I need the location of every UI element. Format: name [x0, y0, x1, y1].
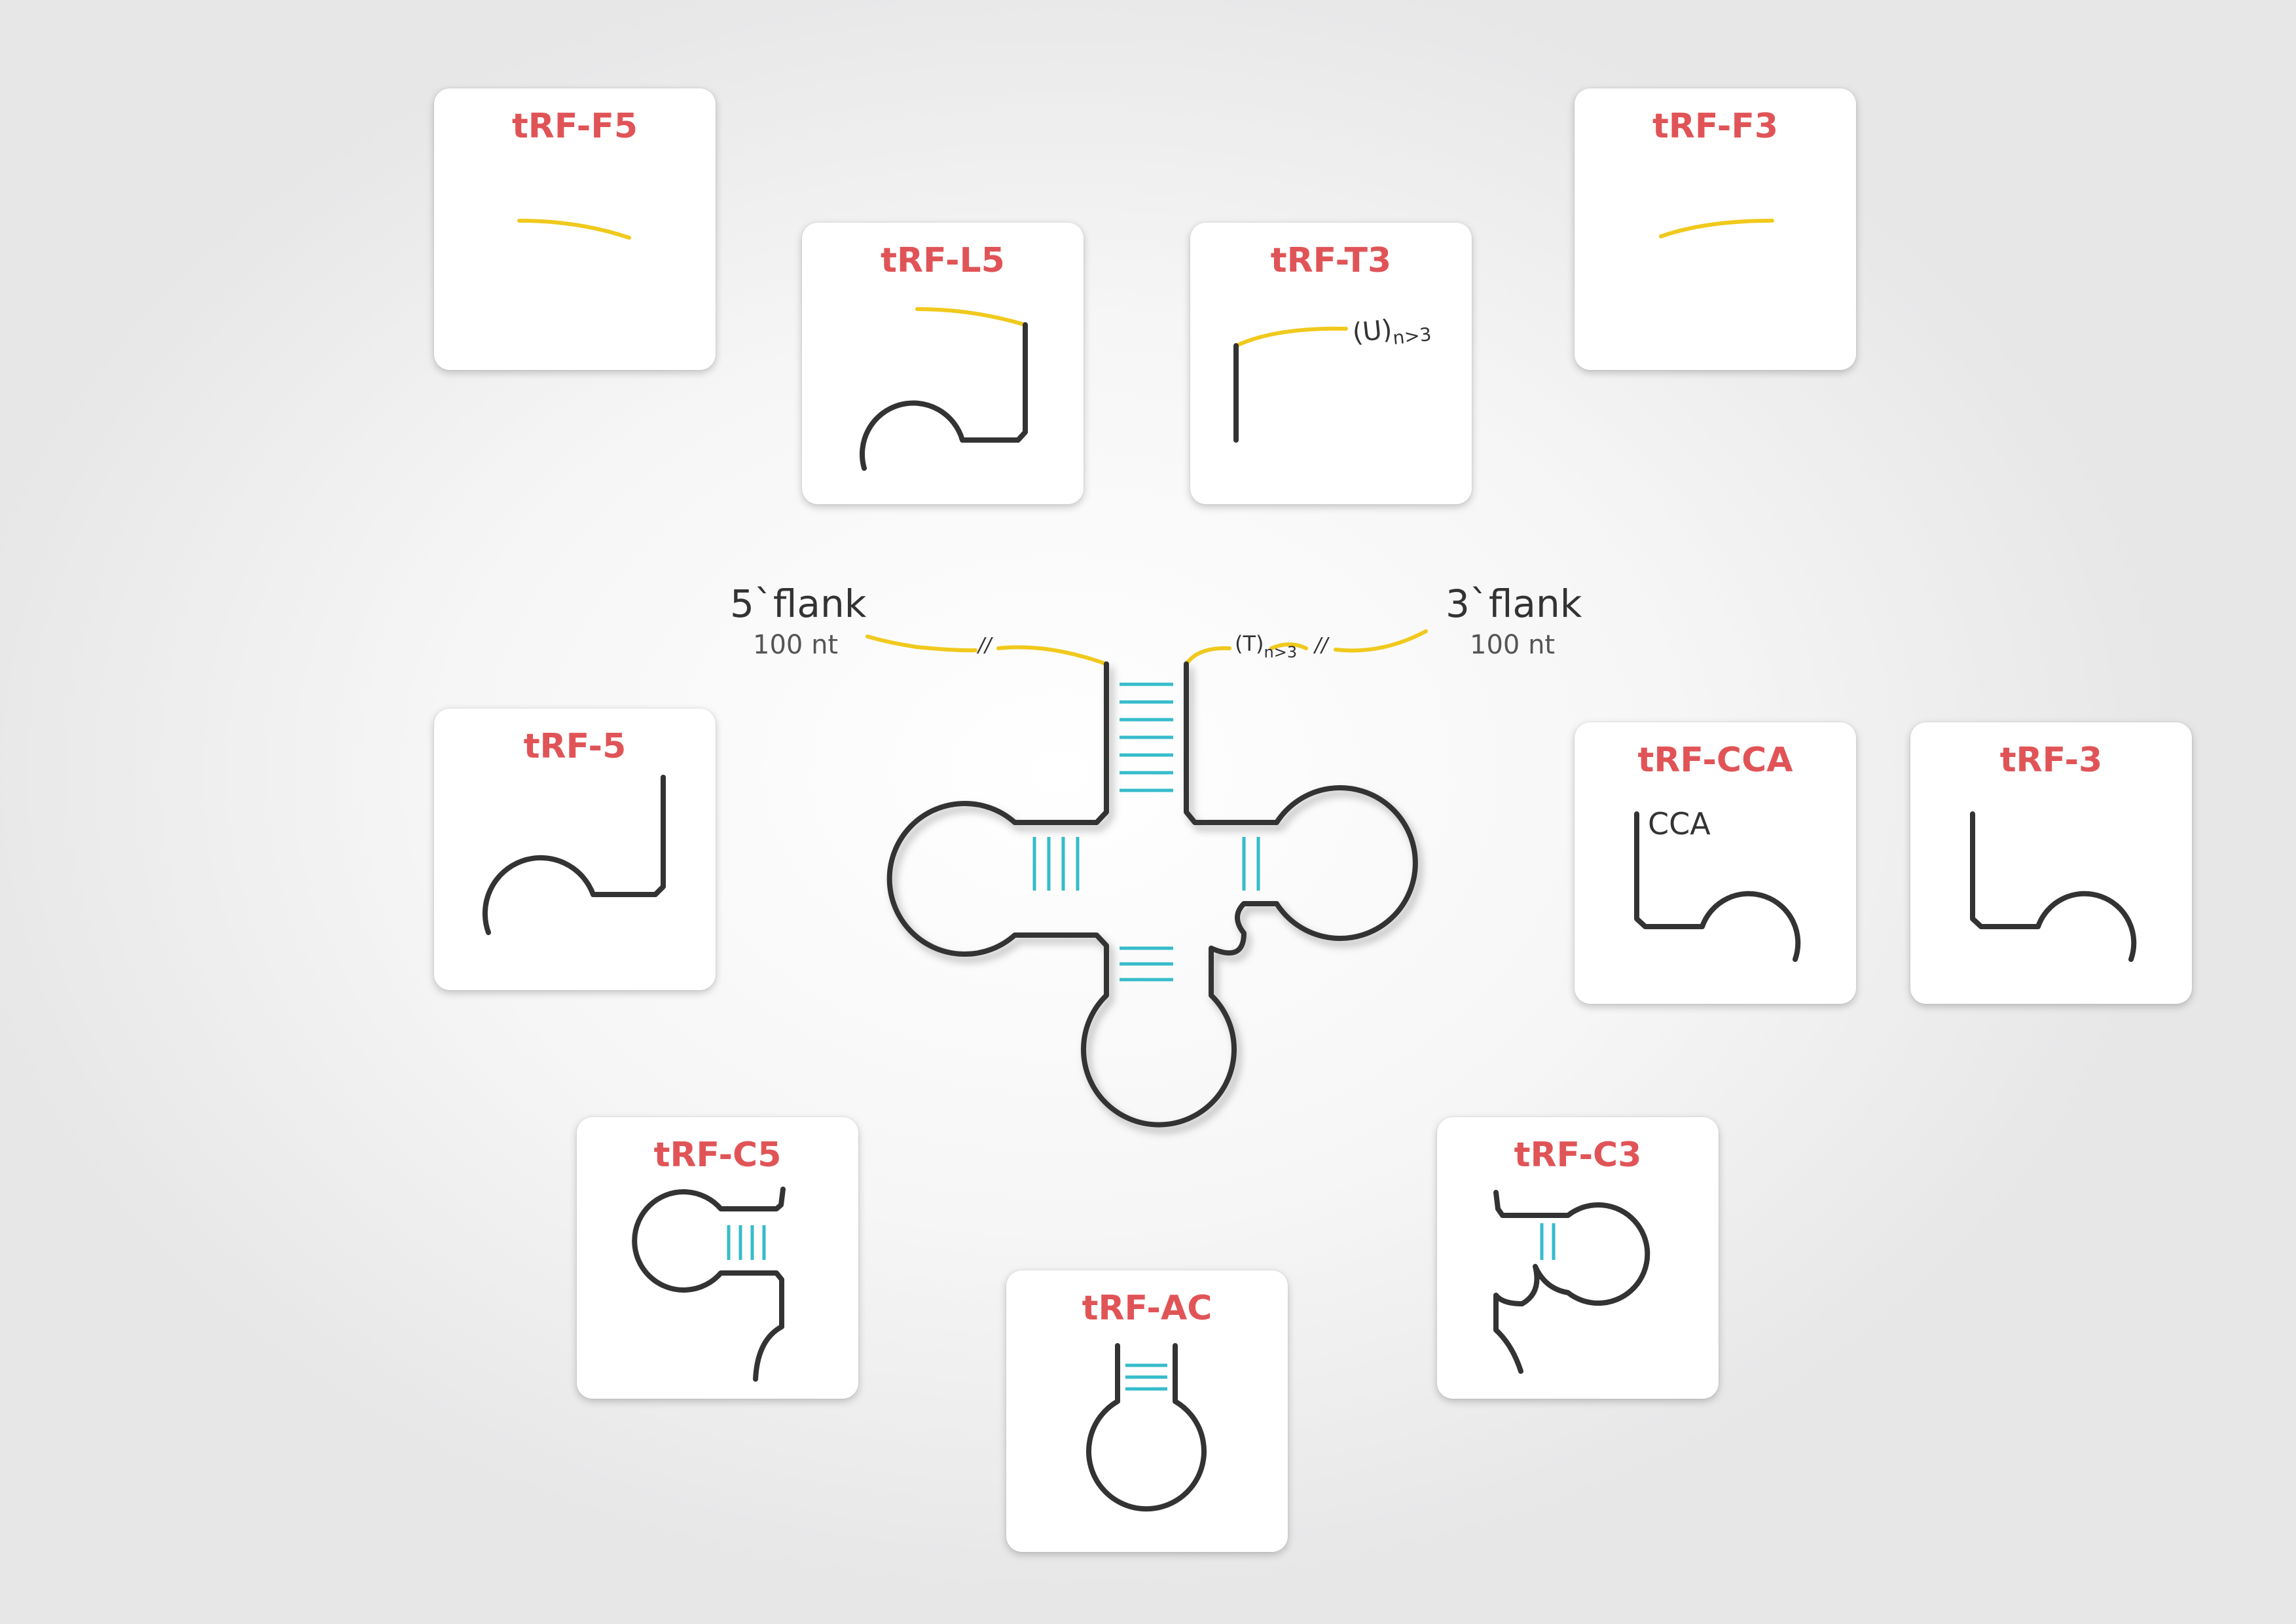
trf-5-diagram — [482, 775, 666, 935]
flank5-line — [866, 635, 977, 653]
trf-f5-flank — [517, 219, 631, 240]
flank5-length: 100 nt — [753, 630, 839, 660]
card-trf-f5: tRF-F5 — [434, 88, 716, 370]
flank5-line-b — [996, 645, 1108, 666]
anticodon-stem-pairs — [1120, 946, 1173, 982]
break-mark-5: // — [978, 634, 992, 657]
poly-t-label: (T)n>3 — [1235, 631, 1297, 661]
card-trf-l5: tRF-L5 — [802, 223, 1084, 504]
trf-c5-diagram — [632, 1187, 786, 1382]
trf-f5-diagram — [517, 219, 631, 240]
trf-cca-strand — [1634, 811, 1801, 962]
trf-ac-strand — [1086, 1343, 1207, 1512]
acceptor-stem-pairs — [1120, 682, 1173, 792]
card-trf-5: tRF-5 — [434, 709, 716, 990]
card-title-trf-3: tRF-3 — [1999, 741, 2103, 780]
trf-cca-cca-label: CCA — [1648, 806, 1711, 841]
flank3-line-b — [1269, 642, 1308, 650]
card-trf-ac: tRF-AC — [1006, 1270, 1288, 1552]
trf-c3-diagram — [1493, 1190, 1650, 1374]
trf-t3-flank — [1234, 326, 1348, 348]
card-title-trf-f5: tRF-F5 — [511, 107, 638, 146]
card-title-trf-ac: tRF-AC — [1082, 1289, 1212, 1328]
flank-lines — [866, 629, 1428, 666]
trf-f3-flank — [1659, 219, 1774, 238]
card-title-trf-c5: tRF-C5 — [653, 1135, 782, 1175]
flank3-length: 100 nt — [1470, 630, 1556, 660]
trf-c3-strand — [1493, 1190, 1650, 1374]
poly-u-subscript: n>3 — [1391, 323, 1432, 349]
d-stem-pairs — [1032, 837, 1080, 891]
trf-3-diagram — [1970, 811, 2137, 962]
trf-ac-diagram — [1086, 1343, 1207, 1512]
card-trf-c3: tRF-C3 — [1437, 1117, 1719, 1399]
card-title-trf-f3: tRF-F3 — [1652, 107, 1779, 146]
break-mark-3: // — [1315, 634, 1328, 657]
card-trf-f3: tRF-F3 — [1575, 88, 1856, 370]
poly-t-subscript: n>3 — [1264, 643, 1298, 661]
trf-5-strand — [482, 775, 666, 935]
poly-u-base: (U) — [1351, 314, 1394, 349]
trf-f3-diagram — [1659, 219, 1774, 238]
flank3-line-c — [1334, 629, 1428, 653]
trna-strand — [886, 661, 1418, 1128]
card-trf-cca: tRF-CCA CCA — [1575, 722, 1856, 1004]
poly-t-base: (T) — [1235, 631, 1264, 656]
t-stem-pairs — [1242, 837, 1260, 891]
card-title-trf-c3: tRF-C3 — [1514, 1135, 1642, 1175]
card-trf-t3: tRF-T3 (U)n>3 — [1190, 223, 1472, 504]
card-trf-3: tRF-3 — [1910, 722, 2192, 1004]
trf-l5-diagram — [859, 307, 1028, 471]
flank3-line — [1184, 646, 1231, 666]
trf-cca-diagram — [1634, 811, 1801, 962]
trf-t3-diagram — [1233, 326, 1348, 443]
card-title-trf-t3: tRF-T3 — [1270, 241, 1392, 280]
card-title-trf-cca: tRF-CCA — [1637, 741, 1793, 780]
card-title-trf-5: tRF-5 — [523, 727, 627, 766]
trf-l5-flank — [915, 307, 1027, 327]
card-title-trf-l5: tRF-L5 — [881, 241, 1005, 280]
card-trf-c5: tRF-C5 — [577, 1117, 858, 1399]
trf-c5-strand — [632, 1187, 786, 1382]
trf-l5-strand — [859, 322, 1028, 471]
trf-3-strand — [1970, 811, 2137, 962]
flank3-title: 3`flank — [1446, 581, 1582, 626]
flank5-title: 5`flank — [730, 581, 867, 626]
